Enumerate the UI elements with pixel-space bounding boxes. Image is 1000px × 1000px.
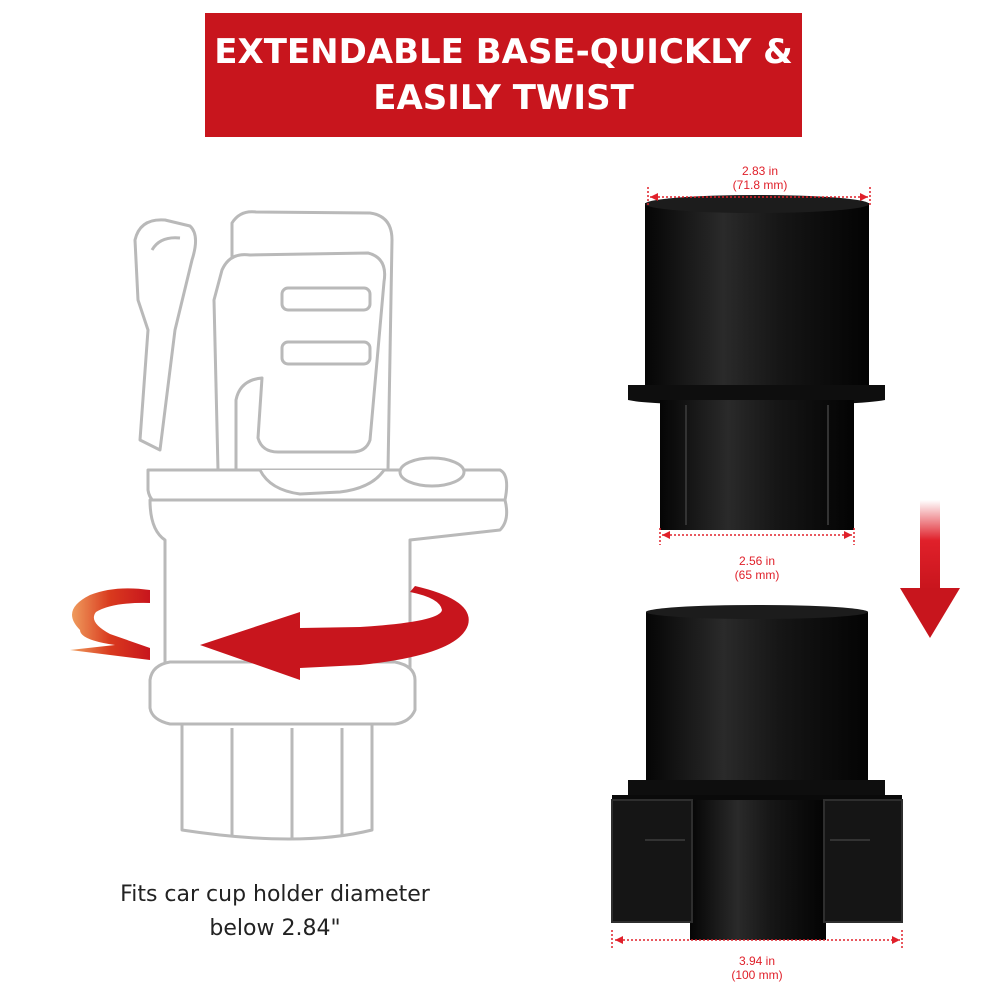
dimension-label-top: 2.83 in (71.8 mm) xyxy=(710,164,810,192)
dimension-top-mm: (71.8 mm) xyxy=(732,178,788,192)
dimension-middle-mm: (65 mm) xyxy=(734,568,780,582)
headline-line-2: EASILY TWIST xyxy=(373,78,634,118)
caption-line-2: below 2.84" xyxy=(209,916,341,941)
dimension-label-middle: 2.56 in (65 mm) xyxy=(707,554,807,582)
dimension-lines xyxy=(611,187,903,948)
dimension-middle-inches: 2.56 in xyxy=(738,554,776,568)
fit-caption: Fits car cup holder diameter below 2.84" xyxy=(90,878,460,946)
dimension-label-bottom: 3.94 in (100 mm) xyxy=(707,954,807,982)
dimension-arrowheads xyxy=(615,193,900,944)
dimension-top-inches: 2.83 in xyxy=(741,164,779,178)
holder-outline-drawing xyxy=(133,210,509,841)
product-photo-collapsed xyxy=(628,195,885,530)
dimension-bottom-mm: (100 mm) xyxy=(731,968,783,982)
headline-line-1: EXTENDABLE BASE-QUICKLY & xyxy=(214,32,793,72)
twist-arrow-icon xyxy=(70,586,469,680)
dimension-bottom-inches: 3.94 in xyxy=(738,954,776,968)
down-arrow-icon xyxy=(900,500,960,638)
caption-line-1: Fits car cup holder diameter xyxy=(120,882,430,907)
headline-banner: EXTENDABLE BASE-QUICKLY & EASILY TWIST xyxy=(205,13,802,137)
product-photo-extended xyxy=(611,605,903,940)
